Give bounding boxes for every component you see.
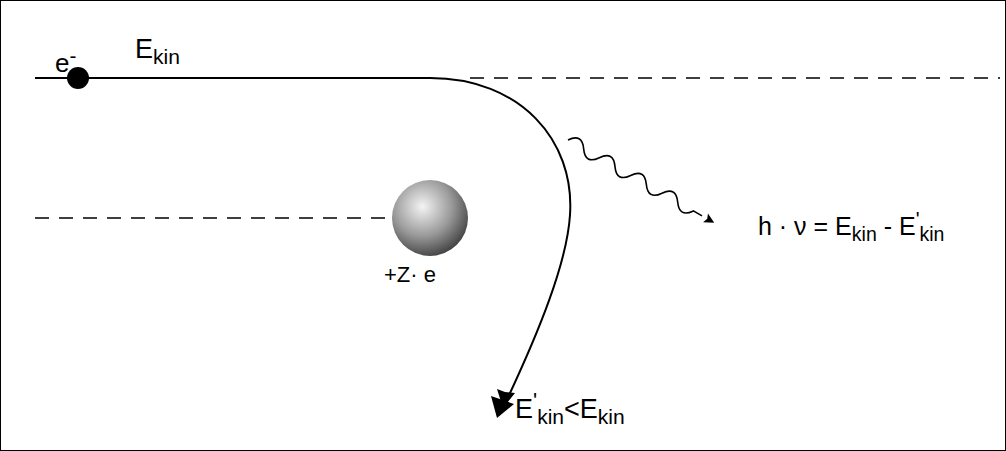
dashed-line (470, 77, 1000, 79)
subscript: kin (537, 405, 564, 428)
subscript: kin (919, 223, 944, 245)
dashed-line (35, 217, 390, 219)
superscript: ' (916, 208, 920, 230)
superscript: ' (533, 388, 537, 413)
electron-label: e- (55, 50, 76, 76)
superscript: - (69, 44, 76, 67)
final-energy-label: E'kin<Ekin (515, 396, 625, 423)
subscript: kin (598, 405, 625, 428)
electron-trajectory (35, 78, 570, 408)
electron-dot (67, 67, 89, 89)
photon-wave (565, 134, 718, 228)
subscript: kin (852, 223, 877, 245)
nucleus-sphere (392, 180, 468, 256)
arrow-head (491, 396, 514, 418)
subscript: kin (153, 45, 180, 68)
energy-label: Ekin (135, 36, 180, 63)
photon-energy-label: h · ν = Ekin - E'kin (758, 214, 944, 239)
nucleus-charge-label: +Z· e (384, 264, 436, 286)
